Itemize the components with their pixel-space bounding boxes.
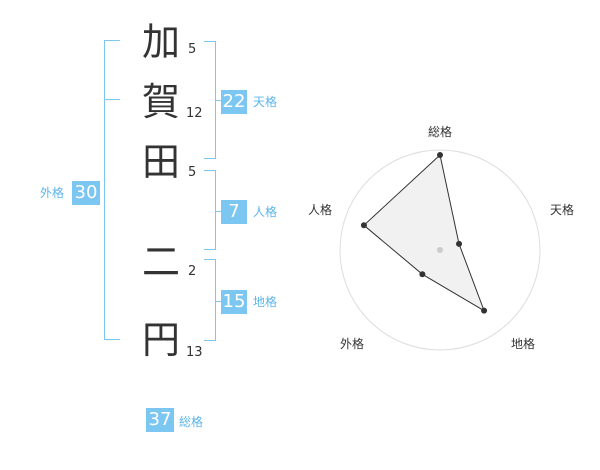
radar-ring: [419, 229, 461, 271]
jinkaku-connector: [215, 211, 221, 212]
radar-ring: [339, 149, 541, 351]
chikaku-label: 地格: [253, 295, 278, 309]
jinkaku-value-badge: 7: [221, 200, 247, 224]
tenkaku-label: 天格: [253, 95, 278, 109]
name-char-2: 賀: [141, 80, 180, 124]
tenkaku-connector: [215, 100, 221, 101]
name-char-1: 加: [141, 20, 180, 64]
radar-point-2: [456, 240, 463, 247]
stroke-count-3: 5: [188, 165, 197, 180]
radar-point-3: [481, 307, 488, 314]
gaikaku-value-badge: 30: [72, 181, 100, 205]
radar-ring: [359, 169, 521, 331]
radar-polygon: [363, 154, 486, 312]
radar-label-soukaku: 総格: [428, 125, 453, 139]
name-char-4: 二: [141, 240, 180, 284]
radar-label-tenkaku: 天格: [550, 203, 575, 217]
chikaku-connector: [215, 301, 221, 302]
radar-points: [360, 152, 488, 314]
stroke-count-2: 12: [186, 106, 203, 121]
name-char-3: 田: [141, 140, 180, 184]
jinkaku-label: 人格: [253, 205, 278, 219]
tenkaku-value-badge: 22: [221, 90, 247, 114]
gaikaku-tick-1: [104, 99, 120, 100]
radar-ring: [379, 189, 501, 311]
soukaku-value-badge: 37: [146, 408, 174, 432]
name-char-5: 円: [141, 318, 180, 362]
chikaku-value-badge: 15: [221, 290, 247, 314]
radar-point-1: [437, 152, 443, 158]
stroke-count-1: 5: [188, 42, 197, 57]
soukaku-label: 総格: [179, 415, 204, 429]
radar-point-4: [419, 271, 426, 278]
gaikaku-bracket: [104, 40, 120, 340]
radar-point-5: [360, 222, 367, 229]
radar-label-jinkaku: 人格: [308, 203, 333, 217]
radar-label-chikaku: 地格: [511, 337, 536, 351]
radar-rings: [339, 149, 541, 351]
chikaku-bracket: [204, 259, 216, 341]
radar-label-gaikaku: 外格: [340, 337, 365, 351]
stroke-count-5: 13: [186, 345, 203, 360]
jinkaku-bracket: [204, 170, 216, 250]
radar-ring: [399, 209, 481, 291]
gaikaku-label: 外格: [40, 186, 65, 200]
radar-center-dot: [437, 247, 443, 253]
stroke-count-4: 2: [188, 264, 197, 279]
